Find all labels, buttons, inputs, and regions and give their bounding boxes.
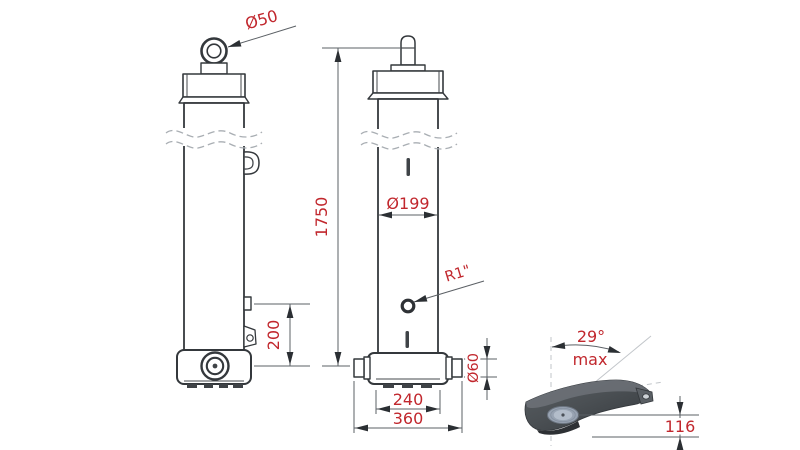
dim-label-port-height: 200 — [264, 320, 283, 351]
dim-label-total-length: 1750 — [312, 197, 331, 238]
dimension-bracket-height: 116 — [578, 396, 699, 450]
dimension-port-thread: R1" — [413, 263, 485, 306]
pin-flange — [390, 64, 426, 72]
dim-label-port-thread: R1" — [443, 263, 473, 286]
dimension-mount-outer-width: 360 — [353, 381, 463, 433]
hydraulic-port — [400, 298, 416, 314]
mounting-bracket-3d — [524, 335, 664, 446]
dimension-max-tilt: 29° max — [551, 327, 622, 369]
eye-pedestal — [200, 62, 228, 75]
side-handle — [243, 151, 260, 175]
top-cap-side — [372, 70, 444, 94]
weld-slot-upper — [406, 158, 410, 176]
bracket-ear-hole — [642, 393, 650, 400]
bracket-tab-hole — [246, 334, 254, 342]
dim-label-mount-inner-width: 240 — [393, 390, 424, 409]
side-view-cylinder — [353, 35, 463, 388]
weld-slot-lower — [405, 331, 409, 348]
bracket-bottom-lip — [537, 421, 580, 435]
dim-label-mount-outer-width: 360 — [393, 409, 424, 428]
dimension-trunnion-diameter: Ø60 — [464, 338, 497, 400]
dim-label-max-tilt-angle: 29° — [577, 327, 605, 346]
dim-label-bracket-height: 116 — [665, 417, 696, 436]
dim-label-max-tilt-note: max — [573, 350, 608, 369]
dimension-total-length: 1750 — [312, 47, 401, 367]
dimension-eye-bore: Ø50 — [227, 6, 297, 51]
piston-eye-bore — [206, 43, 222, 59]
top-pin — [400, 35, 416, 66]
base-feet — [187, 384, 243, 388]
oil-port-block — [243, 296, 252, 311]
dimension-outer-diameter: Ø199 — [379, 194, 437, 219]
front-view-cylinder — [165, 37, 263, 388]
dim-label-outer-diameter: Ø199 — [386, 194, 429, 213]
top-cap — [182, 73, 246, 98]
dim-label-trunnion-diameter: Ø60 — [466, 353, 482, 383]
dimension-port-height: 200 — [254, 303, 310, 367]
bracket-boss — [547, 406, 579, 424]
dim-label-eye-bore: Ø50 — [243, 6, 280, 33]
trunnion-center — [212, 363, 218, 369]
base-feet — [383, 384, 432, 388]
trunnion-pins — [353, 356, 463, 380]
dimension-mount-inner-width: 240 — [375, 390, 441, 414]
